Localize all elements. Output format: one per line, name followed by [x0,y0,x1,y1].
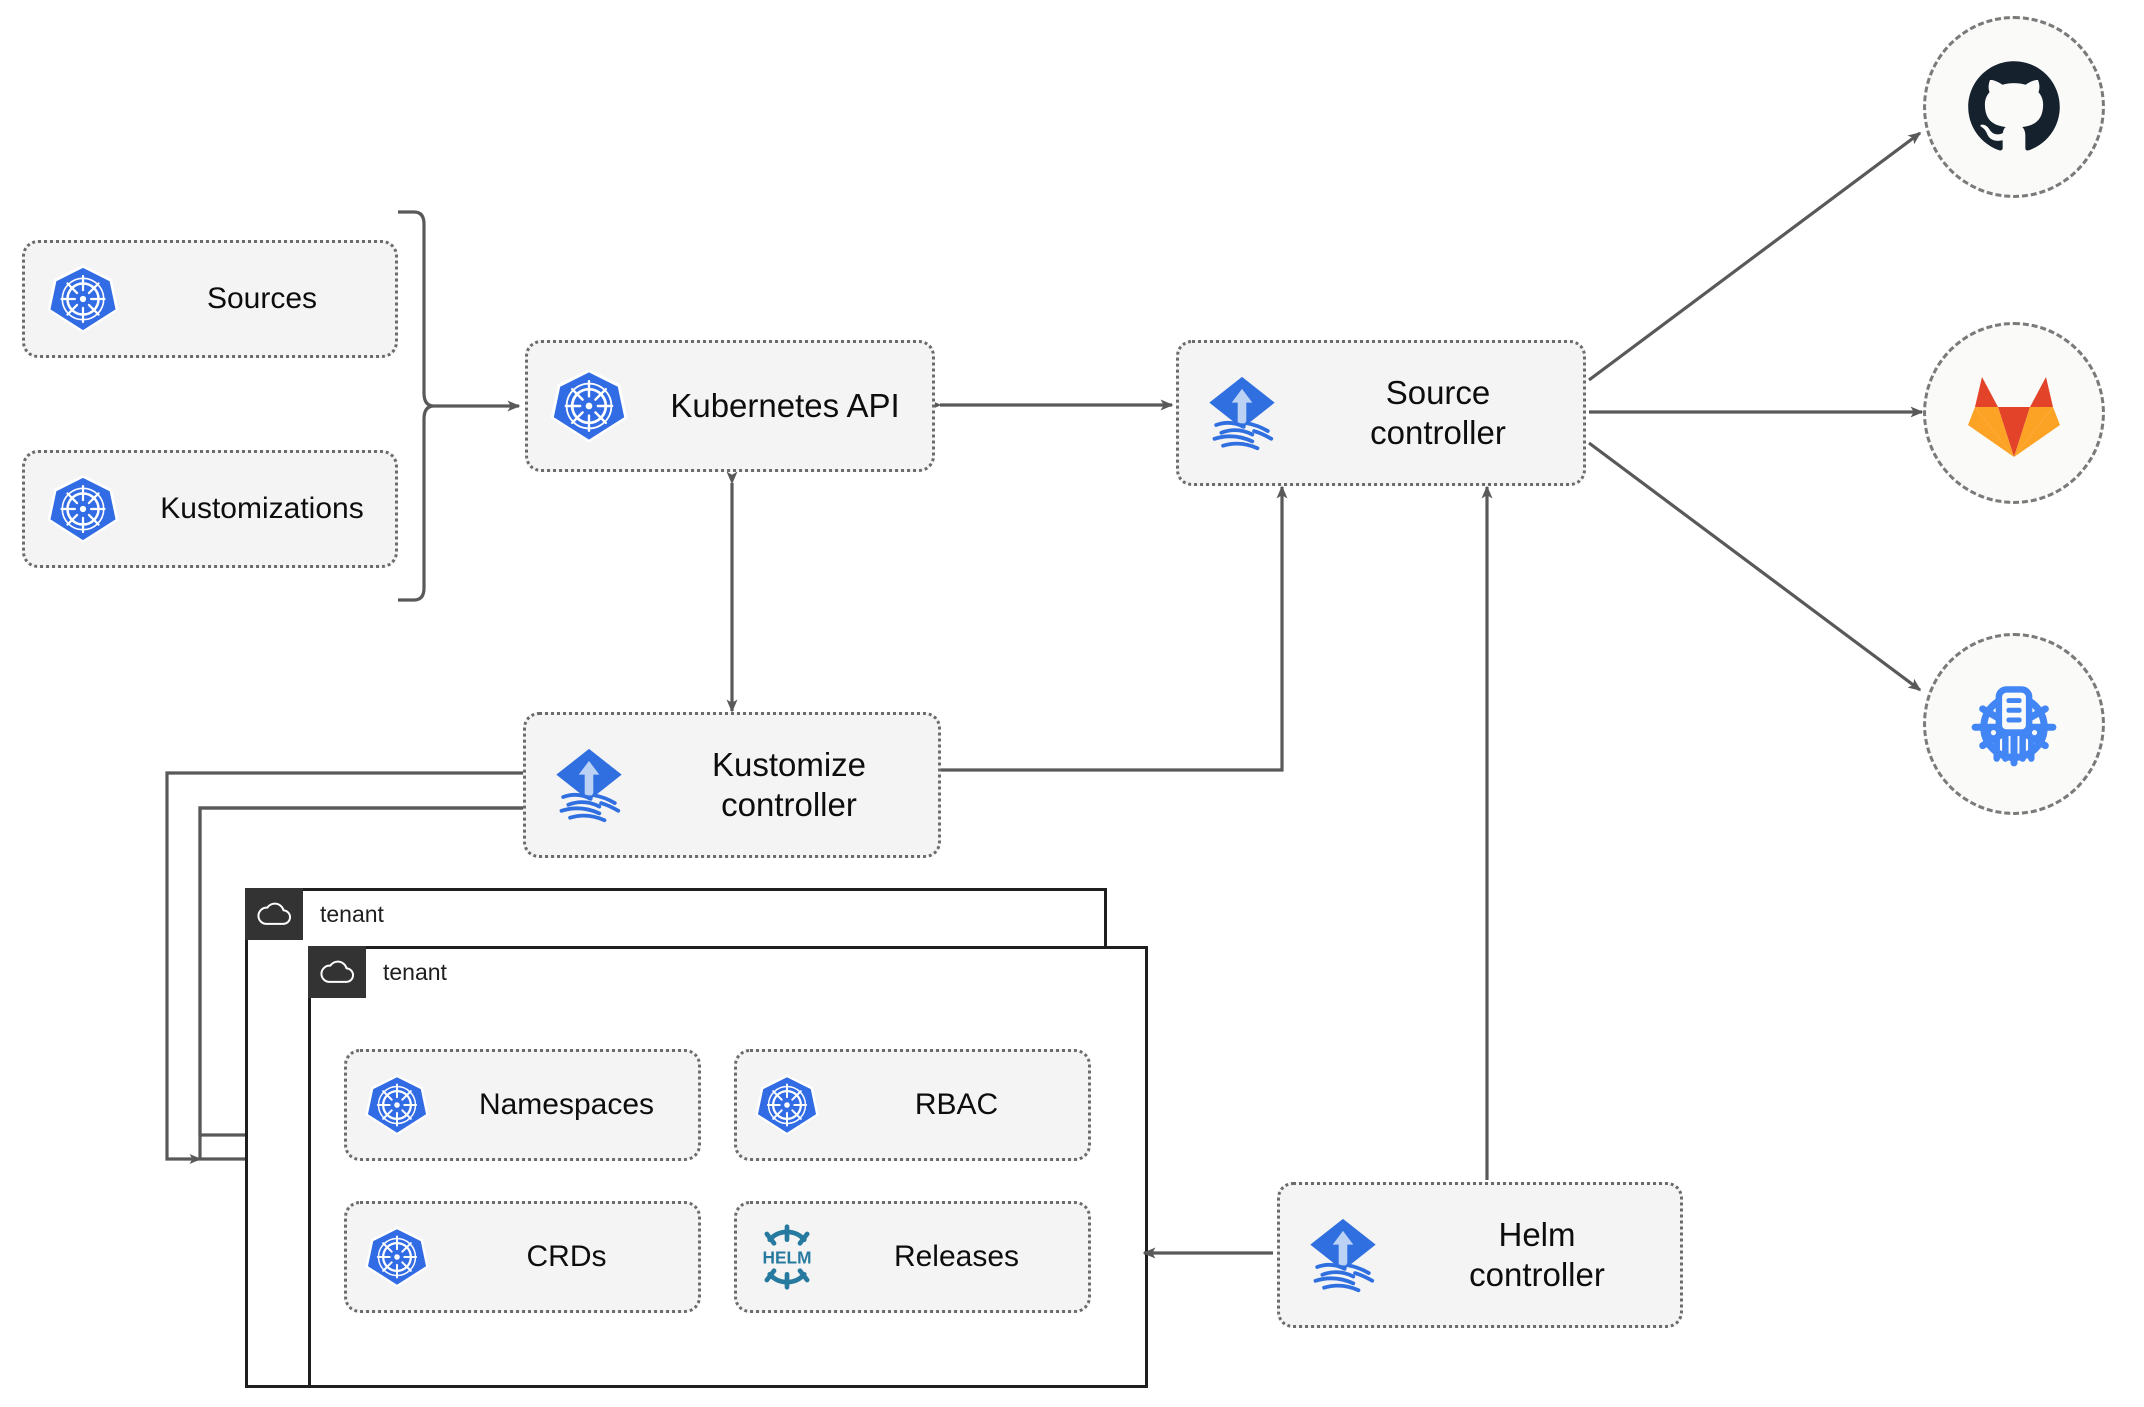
kubernetes-icon [347,1072,447,1138]
wire-source-controller-to-helm-repository [1588,441,1922,692]
tenant-name-front: tenant [383,958,447,985]
node-sources[interactable]: Sources [22,240,398,358]
tenant-name-back: tenant [320,900,384,927]
node-helm-controller[interactable]: Helm controller [1277,1182,1683,1328]
node-kubernetes-api[interactable]: Kubernetes API [525,340,935,472]
node-crds[interactable]: CRDs [344,1201,701,1313]
node-rbac[interactable]: RBAC [734,1049,1091,1161]
node-label: Kustomizations [160,491,364,525]
wire-kustomize-controller-to-source-controller [940,485,1288,772]
kubernetes-icon [737,1072,837,1138]
node-label: Kubernetes API [670,386,900,424]
tenant-tab-back [245,888,303,940]
node-label: RBAC [914,1087,999,1121]
node-label: Releases [893,1239,1020,1273]
helm-wordmark: HELM [763,1247,812,1267]
node-label: Kustomize controller [711,745,867,823]
node-releases[interactable]: HELM Releases [734,1201,1091,1313]
flux-icon [526,742,652,828]
gitlab-icon [1968,377,2060,457]
node-namespaces[interactable]: Namespaces [344,1049,701,1161]
node-label: Helm controller [1469,1215,1605,1293]
helm-icon: HELM [737,1221,837,1293]
node-kustomize-controller[interactable]: Kustomize controller [523,712,941,858]
provider-gitlab[interactable] [1923,322,2105,504]
cloud-icon [320,960,355,983]
node-label: CRDs [526,1239,607,1273]
node-label: Sources [206,281,318,315]
kubernetes-icon [25,472,141,546]
tenant-tab-front [308,946,366,998]
node-label: Namespaces [478,1087,655,1121]
cloud-icon [257,902,292,925]
flux-icon [1179,370,1305,456]
group-brace [398,210,435,602]
node-source-controller[interactable]: Source controller [1176,340,1586,486]
provider-github[interactable] [1923,16,2105,198]
node-label: Source controller [1370,373,1506,451]
kubernetes-icon [528,366,650,446]
node-kustomizations[interactable]: Kustomizations [22,450,398,568]
flux-icon [1280,1212,1406,1298]
provider-helm-repository[interactable] [1923,633,2105,815]
github-icon [1968,61,2060,151]
kubernetes-icon [25,262,141,336]
helm-repository-icon [1971,686,2057,767]
wire-source-controller-to-github [1588,131,1922,382]
kubernetes-icon [347,1224,447,1290]
tenant-panel-front[interactable]: tenant Namespace [308,946,1148,1388]
